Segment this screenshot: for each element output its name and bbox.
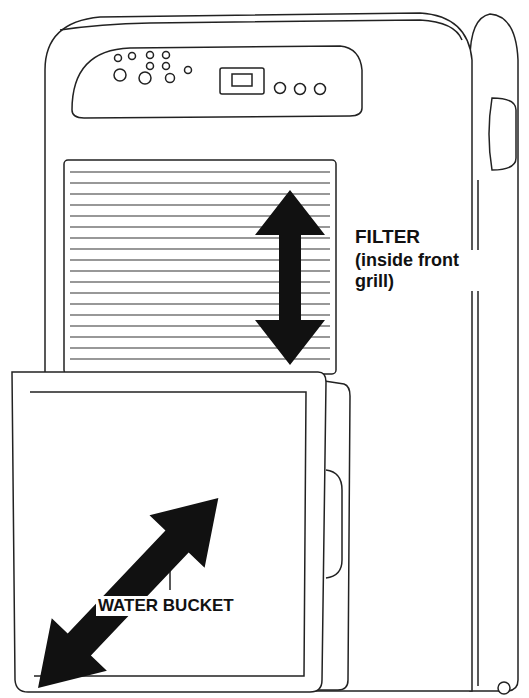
control-button (163, 52, 170, 59)
control-button (185, 67, 192, 74)
control-button (163, 63, 170, 70)
part-note: (inside front grill) (353, 250, 485, 291)
handle-recess (489, 98, 516, 170)
control-button (315, 84, 326, 95)
control-button (114, 69, 126, 81)
control-button (295, 84, 306, 95)
control-button (166, 74, 175, 83)
wheel (498, 682, 510, 694)
display-digits (232, 74, 252, 86)
control-button (139, 72, 151, 84)
bucket-arrow (10, 472, 245, 698)
display-window (220, 68, 264, 94)
front-grill (64, 160, 336, 374)
control-button (147, 63, 154, 70)
control-button (147, 52, 154, 59)
control-button (275, 83, 286, 94)
control-panel (72, 46, 362, 118)
part-label: WATER BUCKET (96, 596, 236, 616)
filter-arrow (255, 190, 325, 365)
housing-top-rim (60, 20, 462, 40)
control-button (115, 55, 122, 62)
control-button (129, 53, 136, 60)
housing-side (470, 14, 518, 691)
part-label: FILTER (353, 226, 422, 248)
bucket-handle (326, 470, 342, 578)
